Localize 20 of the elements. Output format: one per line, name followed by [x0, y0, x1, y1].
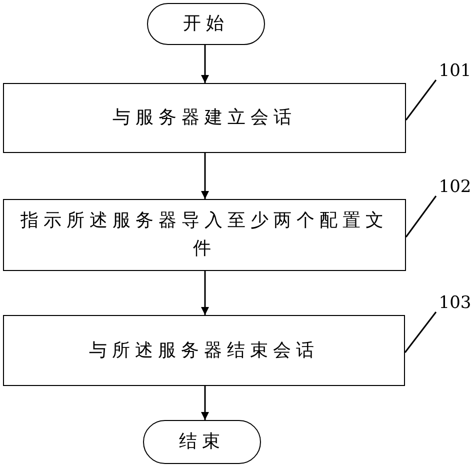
leader-line	[405, 80, 437, 120]
arrow	[201, 45, 209, 83]
step-text: 与服务器建立会话	[112, 106, 296, 130]
step-text: 与所述服务器结束会话	[89, 338, 319, 362]
step-text: 结束	[179, 430, 225, 454]
arrow	[201, 386, 209, 420]
process-box	[3, 199, 406, 271]
step-text: 开始	[183, 12, 229, 36]
arrow	[201, 153, 209, 199]
process-box	[3, 315, 405, 386]
end-terminal	[143, 420, 261, 464]
step-text: 指示所述服务器导入至少两个配置文件	[20, 209, 390, 261]
callout-number: 103	[438, 293, 472, 313]
start-terminal	[147, 3, 265, 45]
process-box	[3, 83, 406, 153]
arrow	[201, 271, 209, 315]
callout-number: 101	[438, 61, 472, 81]
leader-line	[405, 196, 437, 238]
callout-number: 102	[438, 177, 472, 197]
leader-line	[404, 312, 437, 353]
